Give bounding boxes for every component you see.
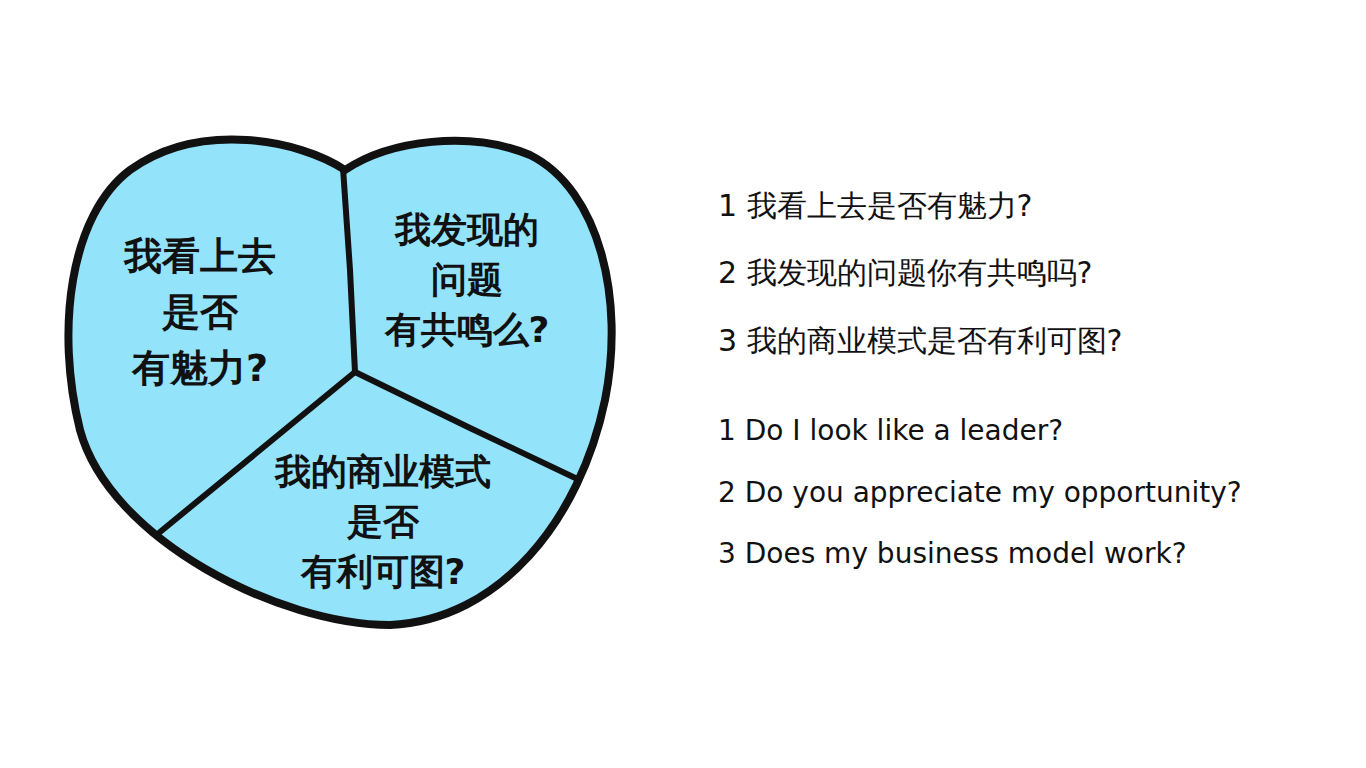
chinese-question: 2 我发现的问题你有共鸣吗?	[718, 254, 1093, 292]
english-question: 1 Do I look like a leader?	[718, 413, 1063, 448]
section-question: 我的商业模式 是否 有利可图?	[275, 447, 491, 597]
chinese-question: 1 我看上去是否有魅力?	[718, 187, 1033, 225]
heart-section: 我看上去 是否 有魅力?	[120, 224, 280, 400]
chinese-question: 3 我的商业模式是否有利可图?	[718, 322, 1123, 360]
section-question: 我发现的 问题 有共鸣么?	[385, 205, 550, 355]
heart-outline	[68, 140, 611, 625]
heart-section: 我发现的 问题 有共鸣么?	[381, 201, 554, 359]
english-question: 3 Does my business model work?	[718, 536, 1187, 571]
english-question: 2 Do you appreciate my opportunity?	[718, 475, 1242, 510]
divider-line	[343, 168, 355, 372]
heart-fill	[68, 140, 611, 625]
heart-section: 我的商业模式 是否 有利可图?	[271, 443, 495, 601]
section-question: 我看上去 是否 有魅力?	[124, 228, 276, 396]
